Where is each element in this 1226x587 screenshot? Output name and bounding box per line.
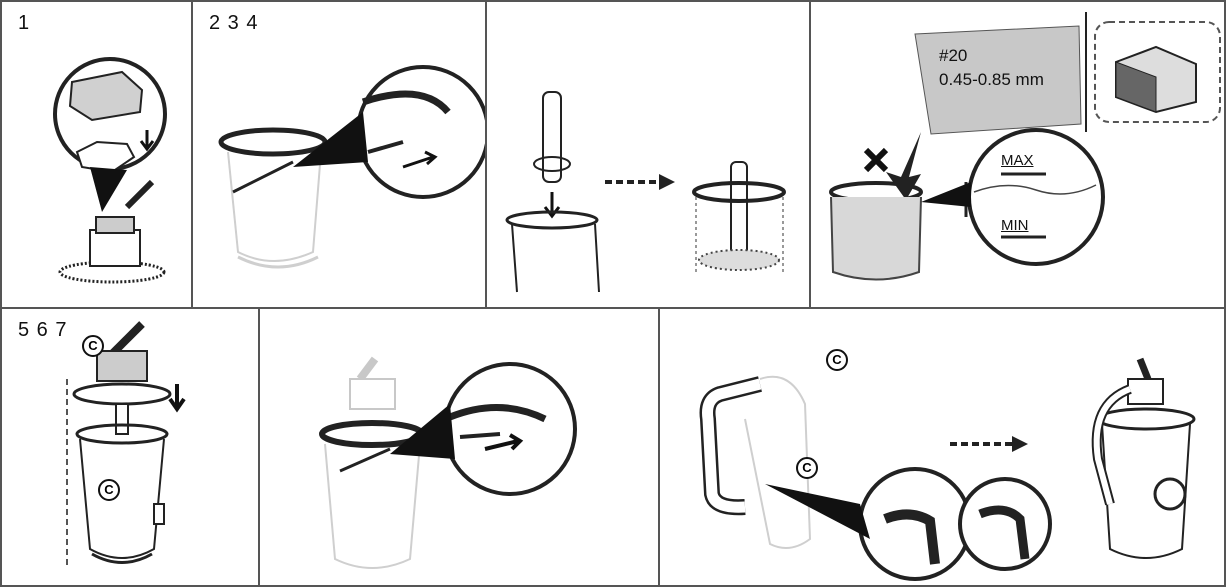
gauge-min-label: MIN	[1001, 217, 1029, 234]
panel-sand-fill: #20 0.45-0.85 mm MAX MIN	[809, 0, 1226, 309]
panel-step-5-6-7: 5 6 7 C C	[0, 307, 260, 587]
clamp-tighten-illustration	[319, 356, 577, 569]
clamp-marker-upper: C	[826, 349, 848, 371]
sand-size: 0.45-0.85 mm	[939, 70, 1044, 89]
clamp-marker-top: C	[82, 335, 104, 357]
step-number-5-6-7: 5 6 7	[18, 319, 68, 341]
step-number-2-3-4: 2 3 4	[209, 12, 259, 34]
panel-pipe-insert	[485, 0, 811, 309]
valve-removal-illustration	[53, 57, 167, 284]
hose-connect-illustration	[699, 357, 1196, 581]
panel-clamp-tighten	[258, 307, 660, 587]
clamp-marker-bottom: C	[98, 479, 120, 501]
sand-bag-label: #20 0.45-0.85 mm	[939, 44, 1044, 92]
step-number-1: 1	[18, 12, 31, 34]
panel-step-2-3-4: 2 3 4	[191, 0, 487, 309]
panel-hose-connect: C C	[658, 307, 1226, 587]
pipe-insert-illustration	[505, 91, 786, 293]
clamp-release-illustration	[218, 65, 485, 269]
valve-install-illustration	[66, 321, 186, 569]
sand-grade: #20	[939, 46, 968, 65]
panel-step-1: 1	[0, 0, 193, 309]
sand-fill-illustration	[829, 12, 1221, 281]
clamp-marker-lower: C	[796, 457, 818, 479]
gauge-max-label: MAX	[1001, 152, 1034, 169]
